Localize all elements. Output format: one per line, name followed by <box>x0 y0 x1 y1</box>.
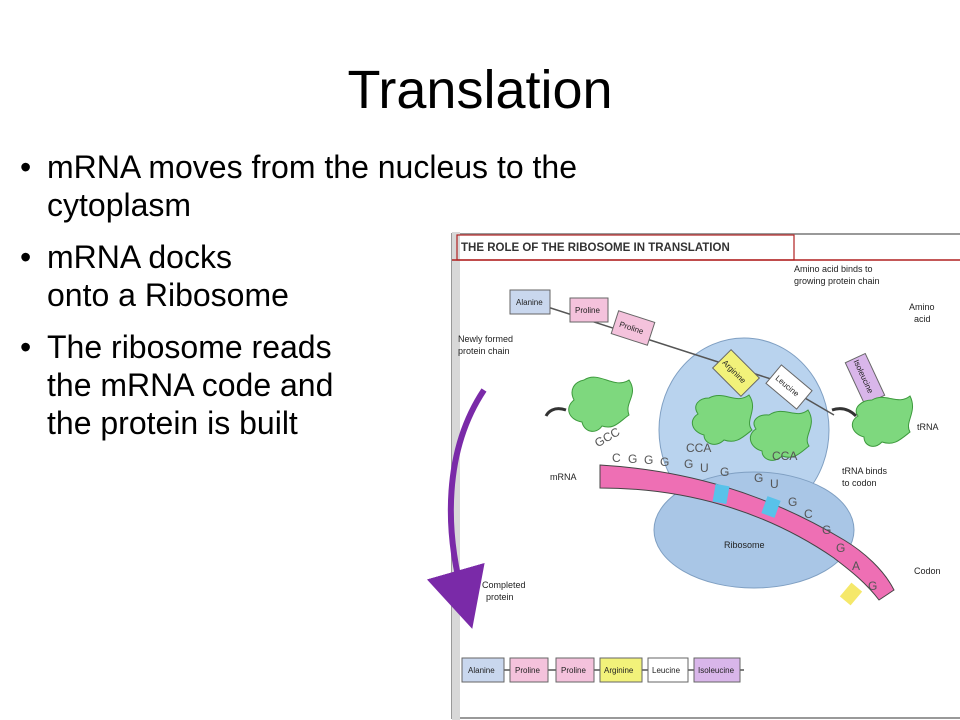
anticodon: CCA <box>686 441 711 455</box>
label-mrna: mRNA <box>550 472 577 482</box>
codon-base: G <box>836 541 845 555</box>
amino-box-leucine <box>765 364 813 410</box>
completed-label: Arginine <box>604 666 634 675</box>
bullet-text: mRNA docks onto a Ribosome <box>47 239 289 313</box>
exit-arrow <box>544 407 567 417</box>
label-protein-chain: protein chain <box>458 346 510 356</box>
amino-label: Alanine <box>516 298 543 307</box>
trna-left <box>568 376 634 432</box>
figure-svg: THE ROLE OF THE RIBOSOME IN TRANSLATION … <box>426 232 960 720</box>
mrna-segment-yellow <box>839 582 863 606</box>
codon-base: G <box>822 523 831 537</box>
completed-box-alanine <box>461 657 505 683</box>
bullet-text: The ribosome reads the mRNA code and the… <box>47 329 334 441</box>
bullet-item: • mRNA moves from the nucleus to the cyt… <box>20 148 780 224</box>
completed-label: Isoleucine <box>698 666 735 675</box>
codon-base: G <box>754 471 763 485</box>
trna-right <box>851 395 914 447</box>
completed-protein-row: Alanine Proline Proline Arginine Leucine… <box>461 657 744 683</box>
completed-box-proline <box>555 657 595 683</box>
codon-base: G <box>684 457 693 471</box>
title-frame <box>456 234 795 261</box>
ribosome-translation-figure: THE ROLE OF THE RIBOSOME IN TRANSLATION … <box>424 230 960 720</box>
codon-base: A <box>852 559 860 573</box>
amino-box-alanine <box>509 289 551 315</box>
mrna-segment-blue <box>712 483 730 505</box>
codon-base: C <box>804 507 813 521</box>
amino-box-proline <box>610 310 656 346</box>
completed-box-proline <box>509 657 549 683</box>
label-amino: Amino <box>909 302 935 312</box>
entry-arrow <box>831 407 858 418</box>
codon-base: U <box>770 477 779 491</box>
trna-binding <box>749 409 812 461</box>
completed-label: Alanine <box>468 666 495 675</box>
codon-base: G <box>788 495 797 509</box>
label-codon: Codon <box>914 566 941 576</box>
amino-label: Proline <box>575 306 600 315</box>
label-trna: tRNA <box>917 422 939 432</box>
completed-box-leucine <box>647 657 689 683</box>
completed-box-isoleucine <box>693 657 741 683</box>
completed-label: Leucine <box>652 666 681 675</box>
codon-base: U <box>700 461 709 475</box>
bullet-list: • mRNA moves from the nucleus to the cyt… <box>20 148 780 456</box>
label-acid: acid <box>914 314 931 324</box>
codon-base: G <box>628 452 637 466</box>
completed-label: Proline <box>561 666 586 675</box>
label-newly-formed: Newly formed <box>458 334 513 344</box>
codon-letters: C G G G G U G G U G C G G A G <box>612 451 877 593</box>
anticodon: CCA <box>772 449 797 463</box>
amino-box-arginine <box>711 348 761 398</box>
codon-base: G <box>660 455 669 469</box>
bullet-text: mRNA moves from the nucleus to the cytop… <box>47 149 577 223</box>
amino-box-proline <box>569 297 609 323</box>
figure-title: THE ROLE OF THE RIBOSOME IN TRANSLATION <box>461 242 730 254</box>
label-to-codon: to codon <box>842 478 877 488</box>
bullet-marker: • <box>20 329 32 365</box>
slide-title: Translation <box>347 60 613 120</box>
codon-base: G <box>644 453 653 467</box>
ribosome-small-subunit <box>653 471 855 589</box>
label-trna-binds: tRNA binds <box>842 466 888 476</box>
label-completed: Completed <box>482 580 526 590</box>
label-protein: protein <box>486 592 514 602</box>
bullet-marker: • <box>20 149 32 185</box>
codon-base: G <box>720 465 729 479</box>
codon-base: G <box>868 579 877 593</box>
completed-box-arginine <box>599 657 643 683</box>
peptide-chain: Alanine Proline Proline Arginine Leucine… <box>509 289 886 416</box>
label-amino-binds: Amino acid binds to <box>794 264 873 274</box>
codon-base: C <box>612 451 621 465</box>
trna-center <box>691 394 754 445</box>
bullet-marker: • <box>20 239 32 275</box>
completed-label: Proline <box>515 666 540 675</box>
label-ribosome: Ribosome <box>724 540 765 550</box>
label-growing-chain: growing protein chain <box>794 276 880 286</box>
completed-protein-arrow <box>426 388 487 629</box>
bullet-item: • mRNA docks onto a Ribosome <box>20 238 780 314</box>
bullet-item: • The ribosome reads the mRNA code and t… <box>20 328 780 442</box>
mrna-strand <box>599 464 895 606</box>
mrna-segment-blue <box>761 496 781 518</box>
